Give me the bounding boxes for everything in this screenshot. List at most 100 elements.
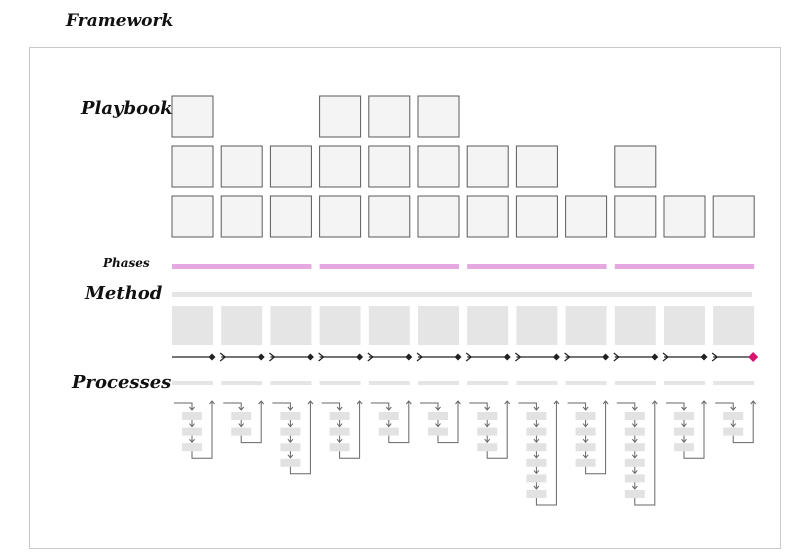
arrow-down-icon	[435, 406, 441, 411]
diamond-icon	[651, 353, 659, 361]
playbook-box	[712, 195, 755, 238]
arrow-down-icon	[730, 406, 737, 411]
phases-label: Phases	[103, 256, 150, 270]
arrow-down-icon	[287, 438, 294, 443]
playbook-box	[269, 195, 312, 238]
diamond-icon	[700, 353, 708, 361]
process-step	[526, 458, 547, 467]
arrow-down-icon	[582, 454, 589, 459]
process-entry-connector	[715, 402, 734, 410]
final-milestone-icon	[748, 352, 759, 362]
process-step	[378, 427, 399, 436]
process-step	[674, 443, 694, 452]
process-return-loop	[191, 401, 213, 459]
arrow-down-icon	[631, 470, 638, 475]
playbook-box	[171, 195, 214, 238]
process-step	[624, 474, 645, 483]
method-box	[614, 306, 656, 345]
process-bar	[418, 381, 459, 385]
method-box	[368, 306, 410, 345]
chevron-right-icon	[318, 352, 325, 362]
process-bar	[516, 381, 558, 385]
arrow-down-icon	[336, 423, 343, 428]
arrow-down-icon	[287, 406, 294, 411]
method-box	[319, 306, 361, 345]
process-step	[428, 427, 448, 436]
arrow-up-icon	[602, 400, 609, 405]
process-step	[526, 427, 547, 436]
framework-title: Framework	[66, 11, 174, 31]
arrow-down-icon	[189, 438, 195, 443]
process-return-loop	[339, 401, 361, 459]
process-step	[723, 427, 744, 436]
diamond-icon	[208, 353, 216, 361]
arrow-down-icon	[533, 485, 540, 490]
arrow-up-icon	[307, 400, 314, 405]
process-step	[182, 412, 202, 420]
playbook-box	[368, 195, 411, 238]
playbook-box	[368, 95, 411, 138]
method-row	[172, 292, 755, 345]
process-step	[477, 427, 498, 436]
arrow-up-icon	[356, 400, 363, 405]
arrow-down-icon	[582, 423, 589, 428]
process-bar	[614, 381, 656, 385]
diamond-icon	[503, 353, 511, 361]
arrow-down-icon	[385, 406, 392, 411]
arrow-down-icon	[287, 423, 294, 428]
playbook-box	[565, 195, 608, 238]
playbook-box	[614, 145, 657, 188]
process-bar	[172, 381, 213, 385]
timeline	[172, 352, 759, 362]
chevron-right-icon	[515, 352, 522, 362]
phase-bars	[172, 264, 755, 269]
chevron-right-icon	[416, 352, 423, 362]
arrow-down-icon	[631, 423, 638, 428]
arrow-down-icon	[631, 438, 638, 443]
arrow-down-icon	[238, 423, 245, 428]
playbook-label: Playbook	[81, 98, 173, 119]
process-return-loop	[732, 401, 754, 444]
method-box	[270, 306, 312, 345]
process-entry-connector	[370, 402, 390, 410]
process-step	[329, 412, 350, 420]
playbook-box	[220, 145, 263, 188]
process-step	[526, 474, 547, 483]
arrow-up-icon	[553, 400, 560, 405]
process-step	[378, 412, 399, 420]
process-return-loop	[535, 401, 557, 506]
process-step	[280, 443, 301, 452]
arrow-down-icon	[681, 438, 687, 443]
playbook-box	[319, 195, 362, 238]
chevron-right-icon	[367, 352, 374, 362]
playbook-box	[466, 195, 509, 238]
arrow-up-icon	[504, 400, 511, 405]
phase-bar	[614, 264, 755, 269]
arrow-up-icon	[258, 400, 265, 405]
playbook-box	[171, 95, 214, 138]
process-step	[624, 458, 645, 467]
arrow-up-icon	[651, 400, 658, 405]
process-return-loop	[683, 401, 705, 459]
diamond-icon	[405, 353, 413, 361]
process-step	[231, 427, 252, 436]
process-entry-connector	[420, 402, 439, 410]
arrow-down-icon	[533, 454, 540, 459]
process-bar	[221, 381, 263, 385]
chevron-right-icon	[662, 352, 669, 362]
diamond-icon	[602, 353, 610, 361]
process-return-loop	[634, 401, 656, 506]
process-step	[329, 443, 350, 452]
process-bar	[664, 381, 705, 385]
arrow-down-icon	[681, 423, 687, 428]
method-box	[664, 306, 705, 345]
process-return-loop	[388, 401, 410, 444]
arrow-down-icon	[484, 423, 491, 428]
process-return-loop	[585, 401, 607, 475]
chevron-right-icon	[219, 352, 227, 362]
method-box	[221, 306, 263, 345]
arrow-up-icon	[455, 400, 461, 405]
process-step	[477, 443, 498, 452]
process-return-loop	[486, 401, 508, 459]
